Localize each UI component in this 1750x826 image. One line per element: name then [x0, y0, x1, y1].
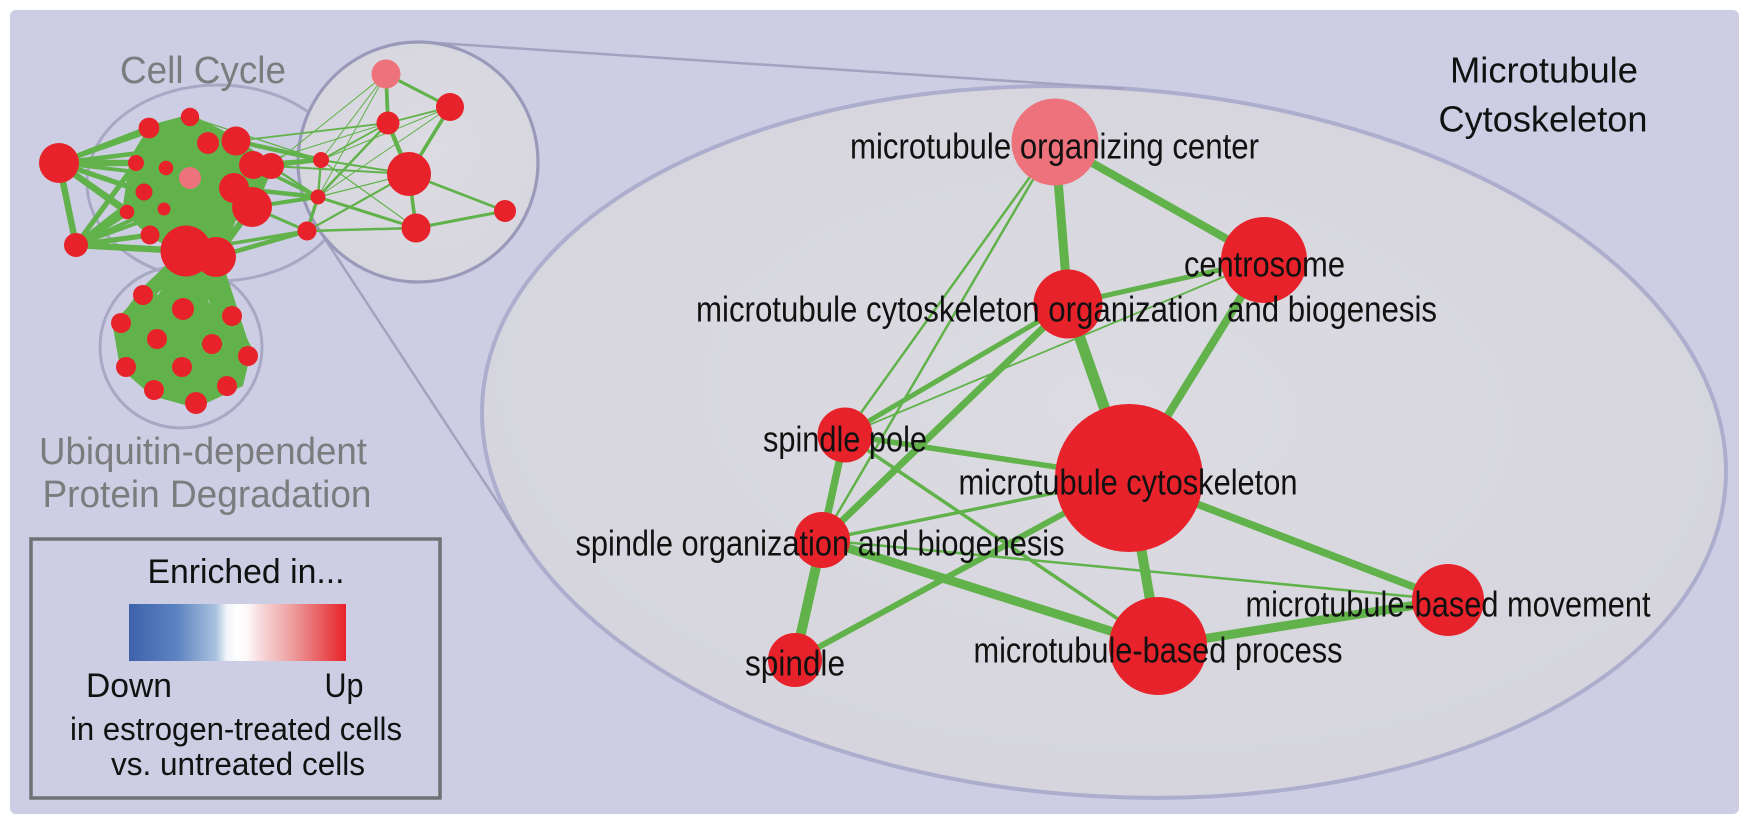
svg-text:microtubule-based movement: microtubule-based movement [1246, 584, 1651, 625]
svg-text:Ubiquitin-dependent: Ubiquitin-dependent [39, 431, 367, 473]
svg-text:spindle pole: spindle pole [763, 419, 927, 460]
svg-text:Cell Cycle: Cell Cycle [120, 50, 286, 92]
svg-text:Enriched in...: Enriched in... [148, 553, 345, 591]
svg-text:microtubule-based process: microtubule-based process [974, 630, 1343, 671]
svg-text:Protein Degradation: Protein Degradation [43, 474, 372, 516]
svg-text:microtubule cytoskeleton organ: microtubule cytoskeleton organization an… [696, 289, 1437, 330]
svg-text:microtubule cytoskeleton: microtubule cytoskeleton [959, 462, 1298, 503]
svg-text:in estrogen-treated cells: in estrogen-treated cells [70, 711, 402, 747]
svg-text:spindle: spindle [745, 643, 845, 684]
svg-text:Down: Down [86, 667, 172, 705]
svg-text:microtubule organizing center: microtubule organizing center [850, 126, 1259, 167]
svg-text:spindle organization and bioge: spindle organization and biogenesis [576, 523, 1065, 564]
svg-text:Microtubule: Microtubule [1450, 50, 1638, 91]
svg-text:vs. untreated cells: vs. untreated cells [111, 746, 365, 782]
svg-text:Cytoskeleton: Cytoskeleton [1439, 99, 1648, 140]
svg-text:centrosome: centrosome [1184, 244, 1345, 285]
svg-text:Up: Up [325, 667, 364, 705]
